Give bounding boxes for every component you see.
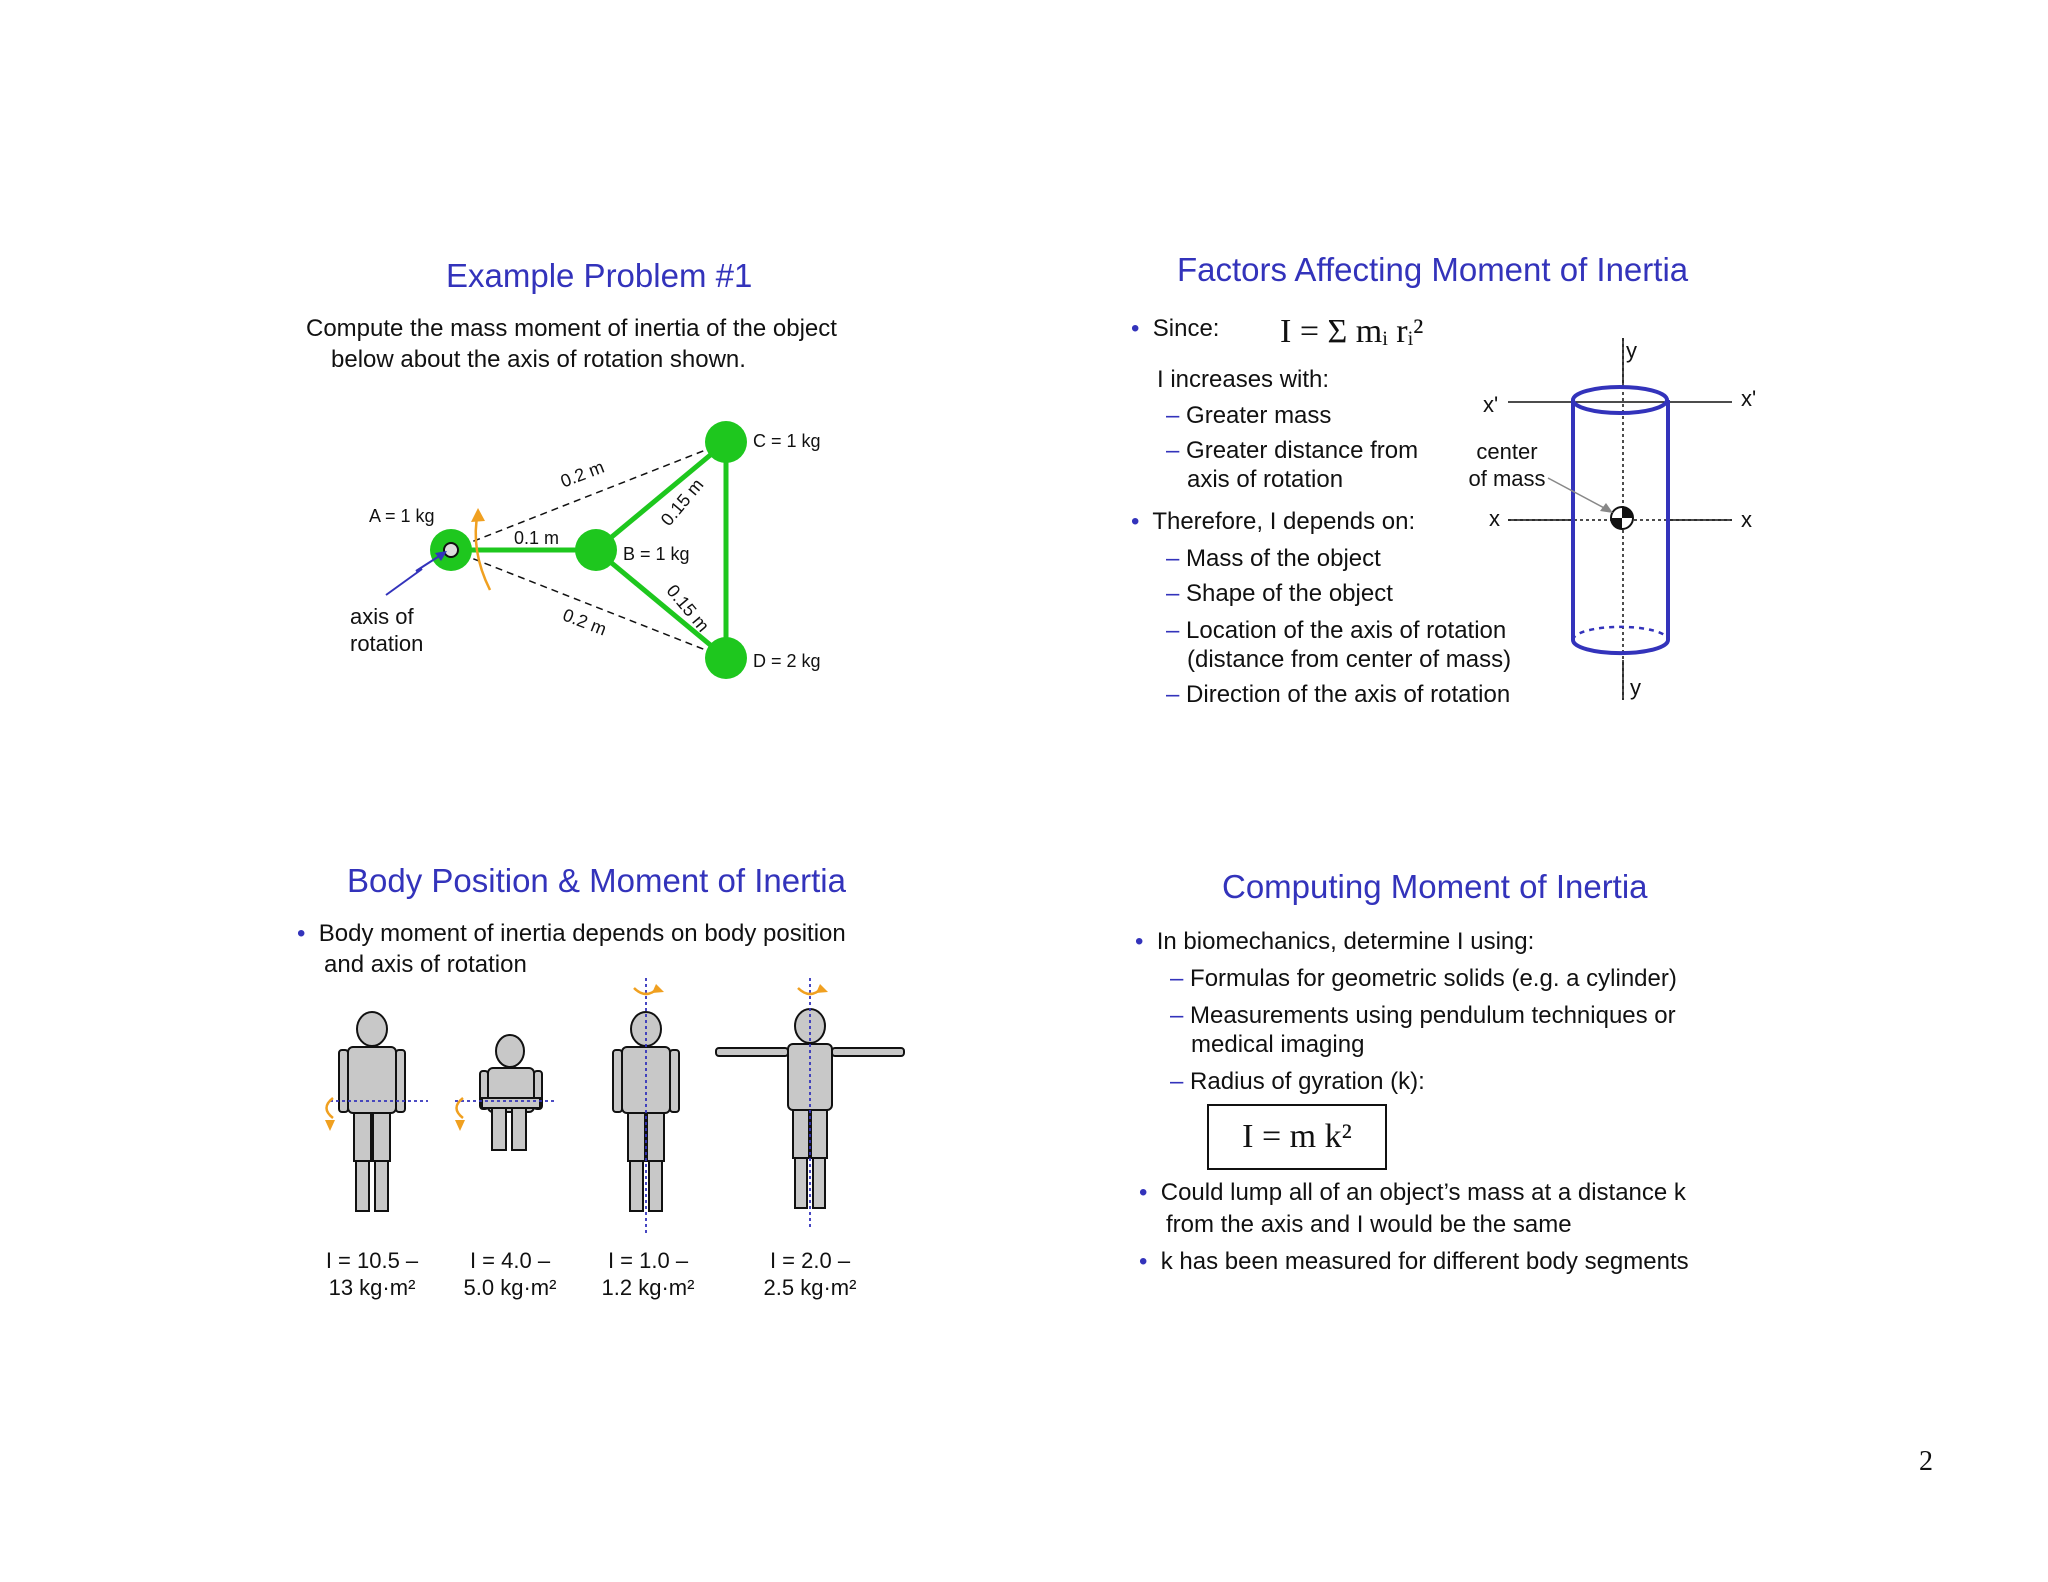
slide3-bullet: • Body moment of inertia depends on body…	[297, 920, 846, 947]
slide4-bullet3: • k has been measured for different body…	[1139, 1248, 1689, 1275]
inc-item-cont: axis of rotation	[1187, 466, 1344, 493]
inertia-caption-3: I = 1.0 –1.2 kg·m²	[601, 1248, 695, 1300]
cylinder-diagram	[1508, 338, 1732, 700]
bullet-icon: •	[1131, 315, 1140, 342]
dep-item: – Direction of the axis of rotation	[1166, 681, 1511, 708]
label-mass-d: D = 2 kg	[753, 651, 821, 671]
x-prime-label: x'	[1483, 392, 1499, 417]
rotation-arrow-icon	[816, 984, 828, 993]
y-axis-label: y	[1626, 338, 1637, 363]
cylinder-top	[1571, 385, 1669, 415]
slide4-bullet2: • Could lump all of an object’s mass at …	[1139, 1179, 1686, 1206]
mass-c	[705, 421, 747, 463]
axis-point	[443, 542, 459, 558]
dashed-line-ac	[450, 441, 727, 551]
therefore-bullet: • Therefore, I depends on:	[1131, 508, 1416, 535]
slide4-title: Computing Moment of Inertia	[1222, 868, 1648, 905]
inc-item: – Greater mass	[1166, 402, 1332, 429]
mass-system-diagram	[385, 421, 747, 679]
axis-pointer-icon	[385, 552, 445, 596]
bullet-icon: •	[1139, 1179, 1148, 1206]
bullet-icon: •	[1139, 1248, 1148, 1275]
cylinder-bottom	[1571, 639, 1670, 656]
rotation-arrow-icon	[325, 1120, 335, 1131]
com-pointer-icon	[1547, 477, 1609, 511]
figure-seated	[479, 1034, 543, 1151]
inertia-caption-4: I = 2.0 –2.5 kg·m²	[763, 1248, 857, 1300]
slide4-sub2: – Measurements using pendulum techniques…	[1170, 1002, 1676, 1029]
label-mass-c: C = 1 kg	[753, 431, 821, 451]
slide4-sub1: – Formulas for geometric solids (e.g. a …	[1170, 965, 1677, 992]
body-positions-figure	[325, 978, 905, 1235]
inertia-sum-formula: I = Σ mᵢ rᵢ²	[1280, 313, 1424, 350]
bullet-icon: •	[1135, 928, 1144, 955]
dep-item: – Mass of the object	[1166, 545, 1381, 572]
figure-standing-frontal	[338, 1011, 406, 1212]
inertia-caption-2: I = 4.0 –5.0 kg·m²	[463, 1248, 557, 1300]
inertia-caption-1: I = 10.5 –13 kg·m²	[325, 1248, 419, 1300]
slide3-title: Body Position & Moment of Inertia	[347, 862, 846, 899]
slide4-bullet2-cont: from the axis and I would be the same	[1166, 1211, 1572, 1238]
x-prime-label: x'	[1741, 386, 1757, 411]
increases-with: I increases with:	[1157, 366, 1330, 393]
inc-item: – Greater distance from	[1166, 437, 1419, 464]
rod-bd	[594, 548, 728, 660]
slide1-title: Example Problem #1	[446, 257, 753, 294]
x-label: x	[1489, 506, 1500, 531]
slide4-sub2-cont: medical imaging	[1191, 1031, 1365, 1058]
dep-item-cont: (distance from center of mass)	[1187, 646, 1512, 673]
axis-of-rotation-label: axis of rotation	[350, 604, 424, 656]
dashed-line-ad	[450, 549, 727, 659]
mass-b	[575, 529, 617, 571]
slide1-text-line2: below about the axis of rotation shown.	[331, 346, 746, 373]
slide4-bullet1: • In biomechanics, determine I using:	[1135, 928, 1535, 955]
y-axis-label: y	[1630, 675, 1641, 700]
label-dist-ab: 0.1 m	[514, 528, 560, 548]
rotation-arrow-icon	[652, 984, 664, 993]
label-mass-b: B = 1 kg	[623, 544, 690, 564]
slide2-title: Factors Affecting Moment of Inertia	[1177, 251, 1689, 288]
gyration-formula-box: I = m k²	[1207, 1104, 1387, 1170]
page-number: 2	[1919, 1446, 1933, 1477]
slide3-bullet-cont: and axis of rotation	[324, 951, 527, 978]
dep-item: – Shape of the object	[1166, 580, 1393, 607]
mass-d	[705, 637, 747, 679]
rod-bc	[594, 440, 728, 552]
x-label: x	[1741, 507, 1752, 532]
rotation-arrow-icon	[455, 1120, 465, 1131]
since-bullet: • Since:	[1131, 315, 1220, 342]
bullet-icon: •	[297, 920, 306, 947]
slide4-sub3: – Radius of gyration (k):	[1170, 1068, 1425, 1095]
slide1-text-line1: Compute the mass moment of inertia of th…	[306, 315, 837, 342]
dep-item: – Location of the axis of rotation	[1166, 617, 1507, 644]
bullet-icon: •	[1131, 508, 1140, 535]
label-mass-a: A = 1 kg	[369, 506, 435, 526]
